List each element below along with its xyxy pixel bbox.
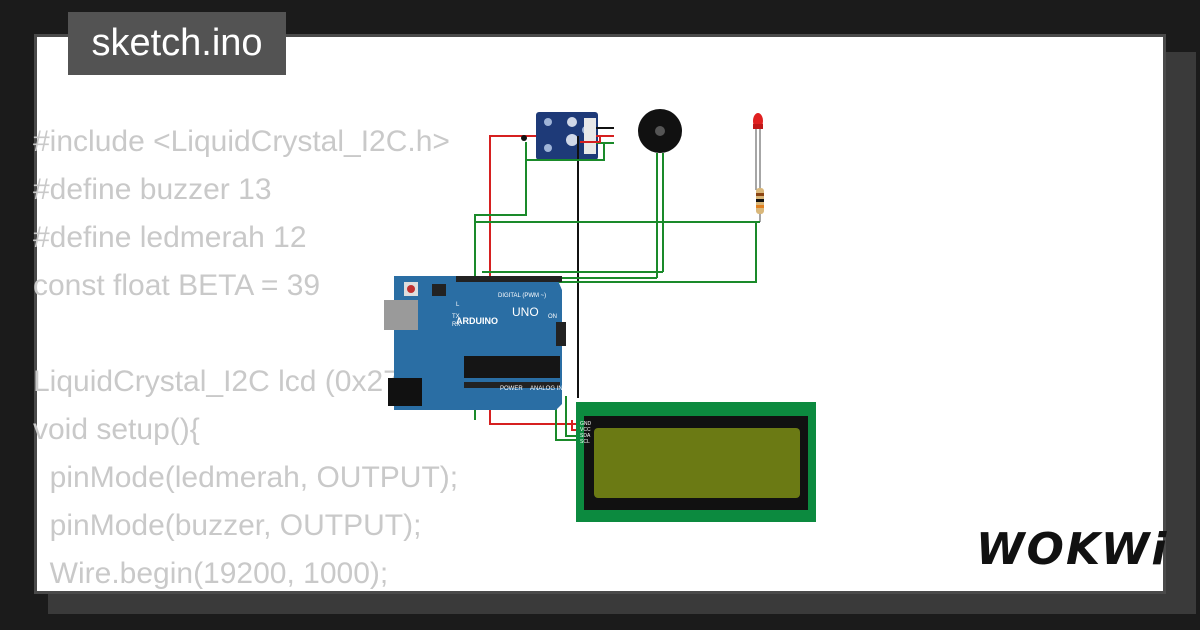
code-line: #define buzzer 13: [33, 173, 272, 206]
sketch-title: sketch.ino: [91, 22, 263, 64]
wokwi-logo: WOKWi: [976, 520, 1166, 582]
code-line: pinMode(ledmerah, OUTPUT);: [33, 461, 459, 494]
board-model-label: UNO: [512, 305, 539, 319]
lcd-pin-scl: SCL: [580, 439, 590, 445]
code-line: const float BETA = 39: [33, 269, 321, 302]
sketch-title-tab[interactable]: sketch.ino: [68, 12, 286, 75]
buzzer[interactable]: [638, 109, 682, 278]
board-brand-label: ARDUINO: [456, 316, 498, 326]
l-led-label: L: [456, 302, 460, 308]
on-label: ON: [548, 314, 557, 320]
lcd-pin-vcc: VCC: [580, 427, 591, 433]
code-line: #define ledmerah 12: [33, 221, 307, 254]
analog-label: ANALOG IN: [530, 386, 563, 392]
code-line: Wire.begin(19200, 1000);: [33, 557, 389, 590]
resistor[interactable]: [756, 188, 764, 222]
code-line: #include <LiquidCrystal_I2C.h>: [33, 125, 450, 158]
code-preview: #include <LiquidCrystal_I2C.h> #define bu…: [33, 118, 485, 598]
power-label: POWER: [500, 386, 523, 392]
arduino-uno-board[interactable]: DIGITAL (PWM ~) ARDUINO UNO ON TX RX L P…: [384, 276, 566, 410]
lcd-i2c-display[interactable]: GND VCC SDA SCL: [576, 402, 816, 522]
code-line: pinMode(buzzer, OUTPUT);: [33, 509, 422, 542]
lcd-pin-gnd: GND: [580, 421, 592, 427]
digital-label: DIGITAL (PWM ~): [498, 293, 546, 299]
tx-label: TX: [452, 314, 460, 320]
code-line: void setup(){: [33, 413, 200, 446]
wokwi-logo-text: WOKWi: [976, 524, 1169, 575]
lcd-pin-sda: SDA: [580, 433, 591, 439]
rx-label: RX: [452, 322, 460, 328]
ntc-sensor-module[interactable]: [536, 112, 614, 160]
red-led[interactable]: [753, 113, 763, 190]
